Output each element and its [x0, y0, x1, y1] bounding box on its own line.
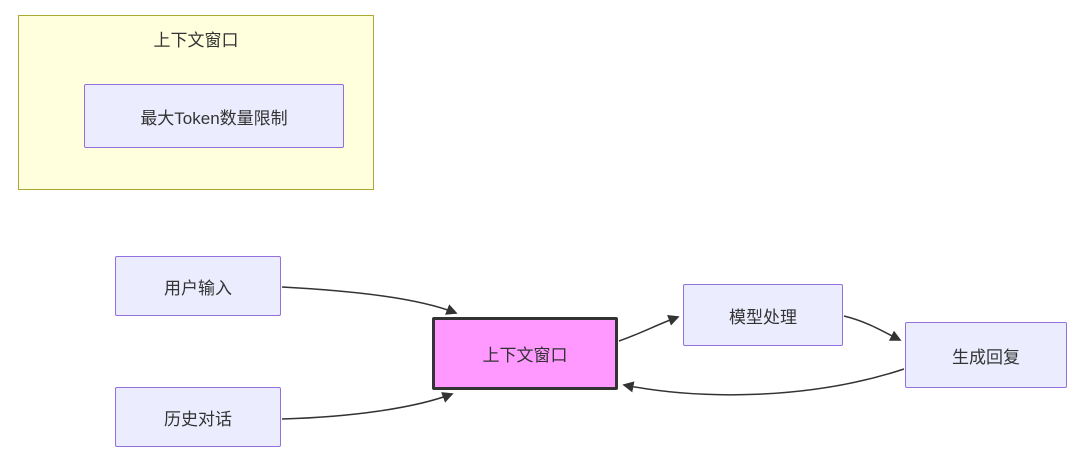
node-history-dialogue: 历史对话: [115, 387, 281, 447]
subgraph-title: 上下文窗口: [153, 31, 239, 50]
edge-reply-to-context: [622, 368, 905, 396]
node-context-window: 上下文窗口: [432, 317, 618, 390]
edge-history-to-context: [281, 392, 454, 420]
node-generate-reply: 生成回复: [905, 322, 1067, 388]
edge-model-to-reply: [843, 315, 902, 341]
node-user-input: 用户输入: [115, 256, 281, 316]
node-model-processing: 模型处理: [683, 284, 843, 346]
subgraph-context-window: 上下文窗口 最大Token数量限制: [18, 15, 374, 190]
edge-user-input-to-context: [281, 286, 458, 315]
edge-context-to-model: [618, 314, 680, 342]
node-max-token-limit: 最大Token数量限制: [84, 84, 344, 148]
